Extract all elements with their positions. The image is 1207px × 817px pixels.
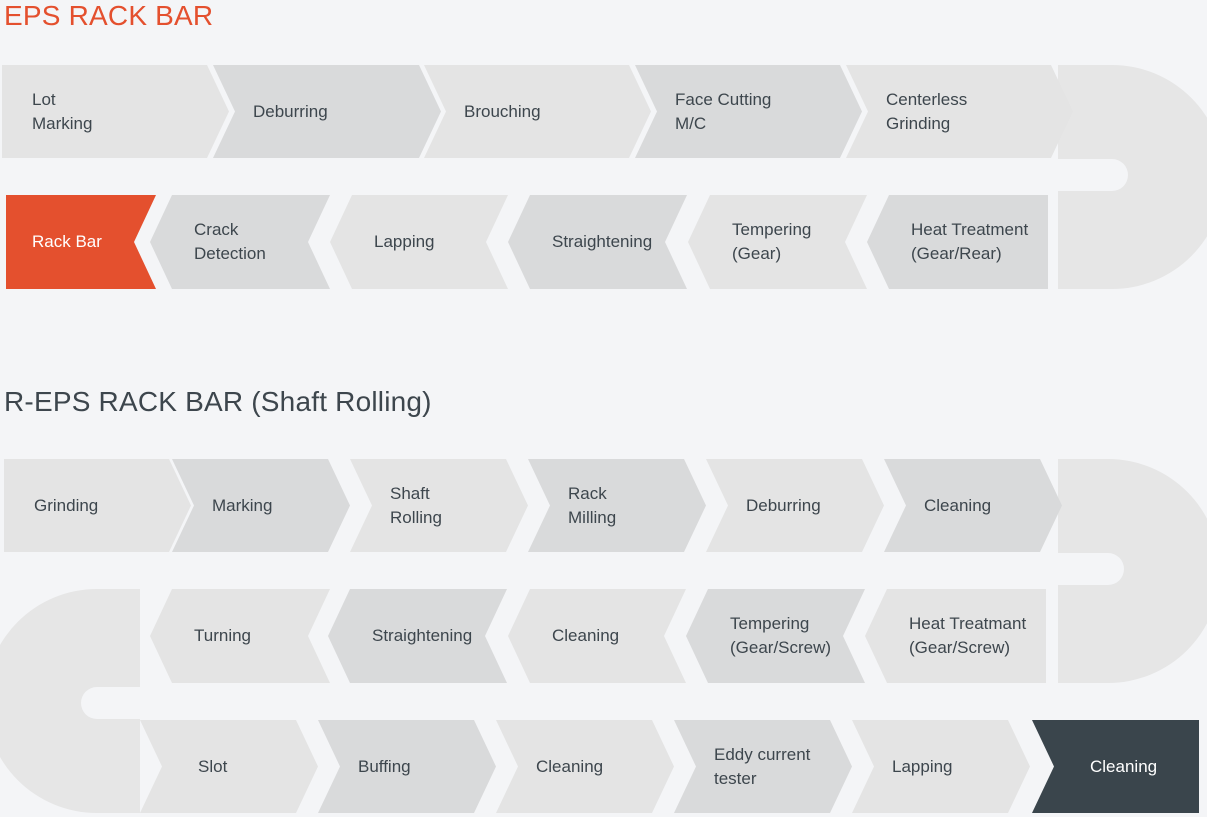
process-step [4, 459, 191, 552]
process-step [867, 195, 1048, 289]
process-step [884, 459, 1062, 552]
process-step [350, 459, 528, 552]
process-step [424, 65, 651, 158]
process-step [846, 65, 1073, 158]
process-step [150, 195, 330, 289]
process-step [213, 65, 441, 158]
process-step [318, 720, 496, 813]
process-step-highlighted [6, 195, 156, 289]
process-step [496, 720, 674, 813]
process-step [140, 720, 318, 813]
process-step [706, 459, 884, 552]
process-step [686, 589, 865, 683]
process-step [172, 459, 350, 552]
process-step [328, 589, 507, 683]
process-step [2, 65, 229, 158]
process-step [635, 65, 862, 158]
section-title-eps: EPS RACK BAR [4, 0, 214, 31]
track-bend-right [1058, 459, 1207, 683]
section-title-reps: R-EPS RACK BAR (Shaft Rolling) [4, 386, 432, 417]
process-step [330, 195, 508, 289]
process-step [528, 459, 706, 552]
process-step [674, 720, 852, 813]
track-bend-left [0, 589, 140, 813]
track-bend-right [1058, 65, 1207, 289]
process-step [150, 589, 330, 683]
process-step [865, 589, 1046, 683]
process-step [688, 195, 867, 289]
process-step [852, 720, 1030, 813]
process-step [508, 589, 686, 683]
process-step [508, 195, 687, 289]
process-step-highlighted [1032, 720, 1199, 813]
